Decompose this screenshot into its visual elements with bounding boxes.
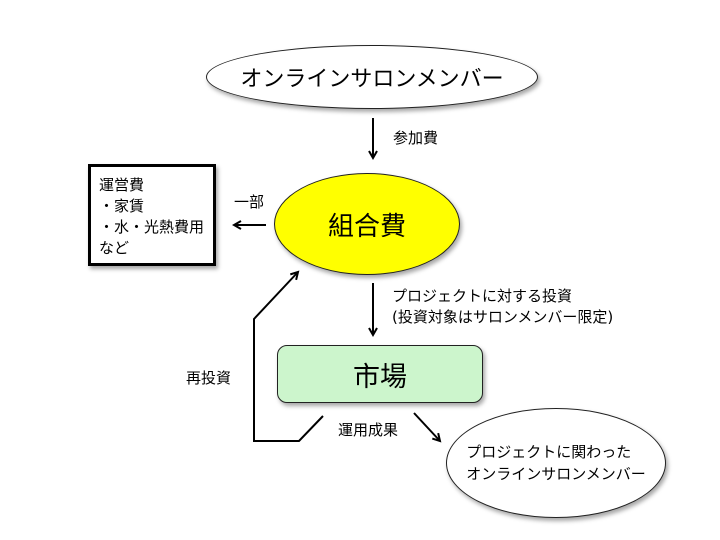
expenses-line-2: ・家賃: [99, 197, 145, 215]
node-union-fee-label: 組合費: [327, 211, 406, 242]
investment-line-2: (投資対象はサロンメンバー限定): [392, 308, 614, 326]
expenses-line-1: 運営費: [99, 176, 145, 194]
edge-label-results: 運用成果: [338, 421, 399, 439]
node-online-salon-members: オンラインサロンメンバー: [206, 45, 538, 109]
expenses-line-3: ・水・光熱費用: [99, 218, 205, 236]
node-market-label: 市場: [353, 361, 407, 393]
arrow-reinvestment: [253, 272, 324, 442]
edge-label-reinvestment: 再投資: [186, 369, 232, 387]
arrow-results: [413, 412, 440, 441]
node-union-fee: 組合費: [274, 173, 460, 275]
node-market: 市場: [277, 345, 483, 403]
project-members-line-1: プロジェクトに関わった: [466, 443, 632, 461]
investment-line-1: プロジェクトに対する投資: [392, 287, 573, 305]
edge-label-investment: プロジェクトに対する投資 (投資対象はサロンメンバー限定): [392, 286, 613, 328]
project-members-line-2: オンラインサロンメンバー: [466, 465, 646, 483]
expenses-line-4: など: [99, 239, 130, 257]
node-expenses: 運営費 ・家賃 ・水・光熱費用 など: [88, 164, 216, 266]
node-online-salon-members-label: オンラインサロンメンバー: [240, 67, 504, 92]
node-project-members: プロジェクトに関わった オンラインサロンメンバー: [446, 408, 666, 518]
edge-label-participation-fee: 参加費: [393, 129, 439, 147]
edge-label-portion: 一部: [234, 193, 265, 211]
